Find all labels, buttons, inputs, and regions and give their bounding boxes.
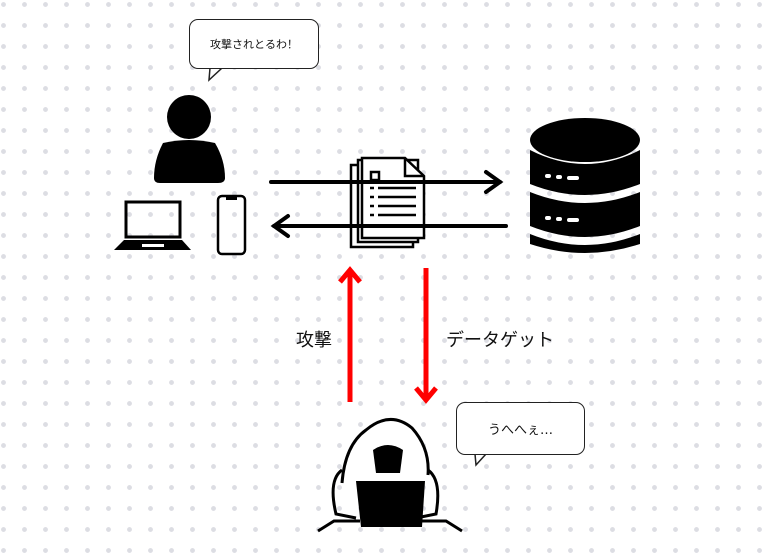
smartphone-icon — [216, 194, 247, 256]
user-speech-text: 攻撃されとるわ！ — [210, 38, 298, 51]
hacker-speech-bubble: うへへぇ… — [456, 402, 585, 455]
database-icon — [530, 118, 640, 253]
hacker-bubble-tail — [474, 453, 488, 467]
attack-label: 攻撃 — [296, 330, 332, 351]
attack-arrow — [338, 266, 362, 402]
user-speech-bubble: 攻撃されとるわ！ — [189, 19, 319, 69]
laptop-icon — [114, 200, 191, 250]
document-icon — [349, 156, 426, 249]
data-get-label: データゲット — [446, 330, 554, 351]
hacker-speech-text: うへへぇ… — [487, 423, 553, 438]
hacker-icon — [317, 418, 463, 533]
user-icon — [154, 95, 225, 183]
data-get-arrow — [414, 268, 438, 404]
user-bubble-tail — [208, 67, 224, 82]
